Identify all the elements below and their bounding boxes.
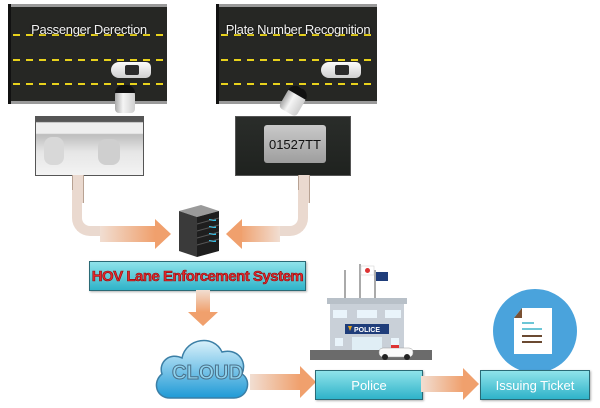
plate-number: 01527TT [268, 136, 322, 152]
hov-system-label: HOV Lane Enforcement System [91, 267, 304, 285]
police-box: Police [315, 370, 423, 400]
issuing-ticket-label: Issuing Ticket [495, 377, 575, 393]
arrow-to-server-left [100, 226, 155, 242]
connector [72, 190, 112, 236]
police-station-icon: POLICE [310, 264, 432, 360]
plate-recognition-title: Plate Number Recognition [225, 22, 371, 37]
police-label: Police [351, 377, 387, 393]
car-icon [321, 62, 361, 78]
arrow-to-server-right [240, 226, 280, 242]
connector [268, 190, 308, 236]
passenger-detection-title: Passenger Derection [31, 22, 147, 37]
arrow-head [155, 219, 171, 249]
arrow-head [226, 219, 242, 249]
document-ticket-icon [493, 289, 577, 373]
car-icon [111, 62, 151, 78]
cloud-icon [155, 339, 249, 399]
camera-icon [115, 85, 135, 113]
arrow-to-police [250, 374, 300, 390]
plate-camera-image: 01527TT [235, 116, 351, 176]
hov-system-box: HOV Lane Enforcement System [89, 261, 306, 291]
arrow-head [188, 312, 218, 326]
server-icon [179, 205, 220, 257]
cloud-label: CLOUD [171, 362, 244, 385]
svg-text:POLICE: POLICE [354, 327, 380, 334]
arrow-head [463, 368, 479, 400]
arrow-head [300, 366, 316, 398]
passenger-camera-image [35, 116, 144, 176]
road-passenger-detection: Passenger Derection [8, 4, 167, 104]
arrow-to-cloud [196, 290, 210, 312]
arrow-to-ticket [421, 376, 463, 392]
issuing-ticket-box: Issuing Ticket [480, 370, 590, 400]
